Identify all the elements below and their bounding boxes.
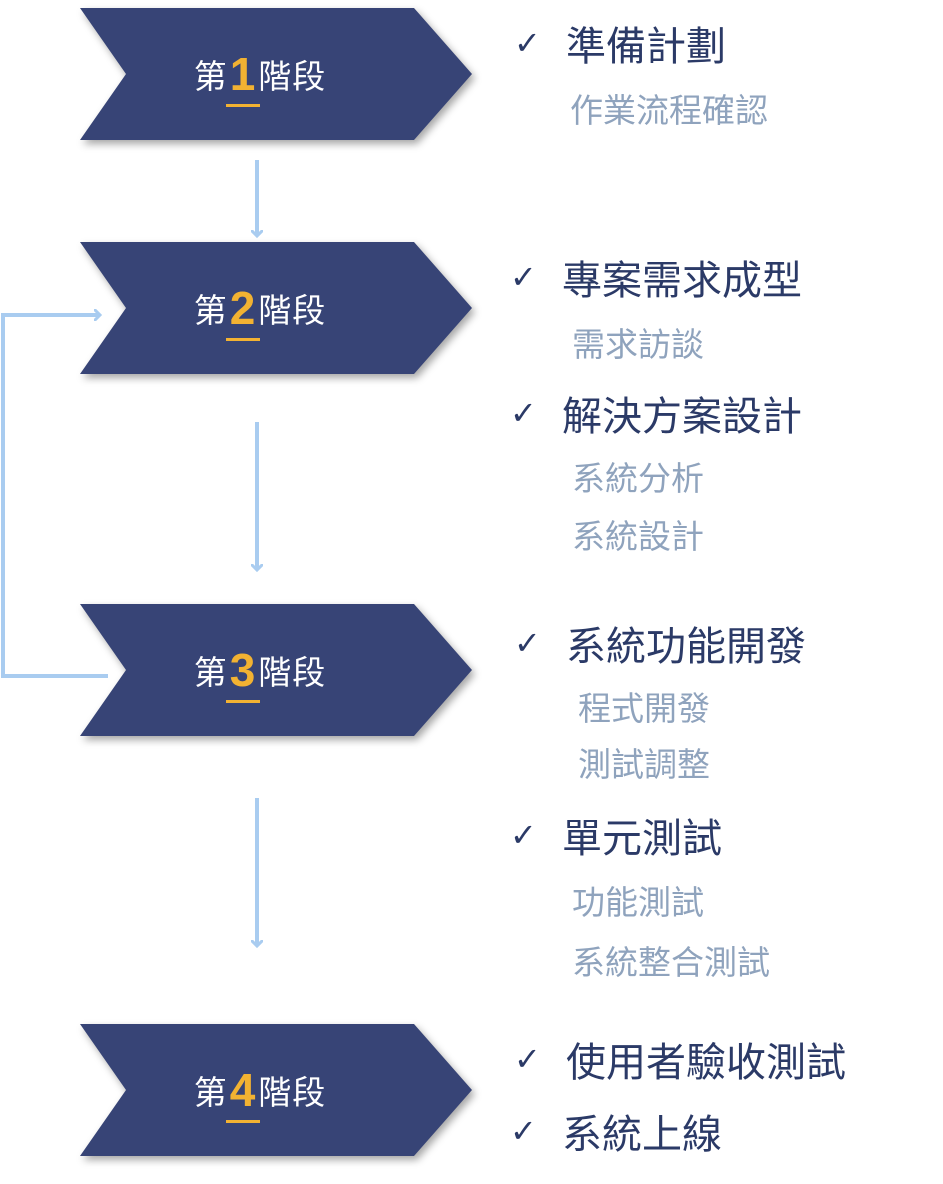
subtask-workflow-confirm: 作業流程確認	[570, 91, 768, 130]
check-icon: ✓	[510, 816, 537, 854]
stage-3-number: 3	[225, 644, 260, 703]
stage-2-number: 2	[225, 282, 260, 341]
subtask-test-adjust: 測試調整	[578, 745, 710, 784]
check-icon: ✓	[514, 24, 541, 62]
task-prepare-plan: ✓ 準備計劃	[514, 24, 726, 70]
check-icon: ✓	[510, 258, 537, 296]
task-requirements: ✓ 專案需求成型	[510, 258, 802, 304]
task-solution-design: ✓ 解決方案設計	[510, 394, 802, 440]
task-unit-test: ✓ 單元測試	[510, 816, 722, 862]
check-icon: ✓	[510, 1112, 537, 1150]
loop-arrow-stage3-to-stage2	[1, 315, 108, 678]
stage-4-number: 4	[225, 1064, 260, 1123]
stage-1-number: 1	[225, 48, 260, 107]
subtask-requirement-interview: 需求訪談	[572, 325, 704, 364]
subtask-coding: 程式開發	[578, 689, 710, 728]
task-go-live: ✓ 系統上線	[510, 1112, 722, 1158]
subtask-function-test: 功能測試	[572, 883, 704, 922]
check-icon: ✓	[510, 394, 537, 432]
check-icon: ✓	[514, 624, 541, 662]
check-icon: ✓	[514, 1040, 541, 1078]
subtask-system-analysis: 系統分析	[572, 459, 704, 498]
subtask-system-design: 系統設計	[572, 517, 704, 556]
task-user-acceptance-test: ✓ 使用者驗收測試	[514, 1040, 846, 1086]
subtask-integration-test: 系統整合測試	[572, 943, 770, 982]
task-feature-development: ✓ 系統功能開發	[514, 624, 806, 670]
